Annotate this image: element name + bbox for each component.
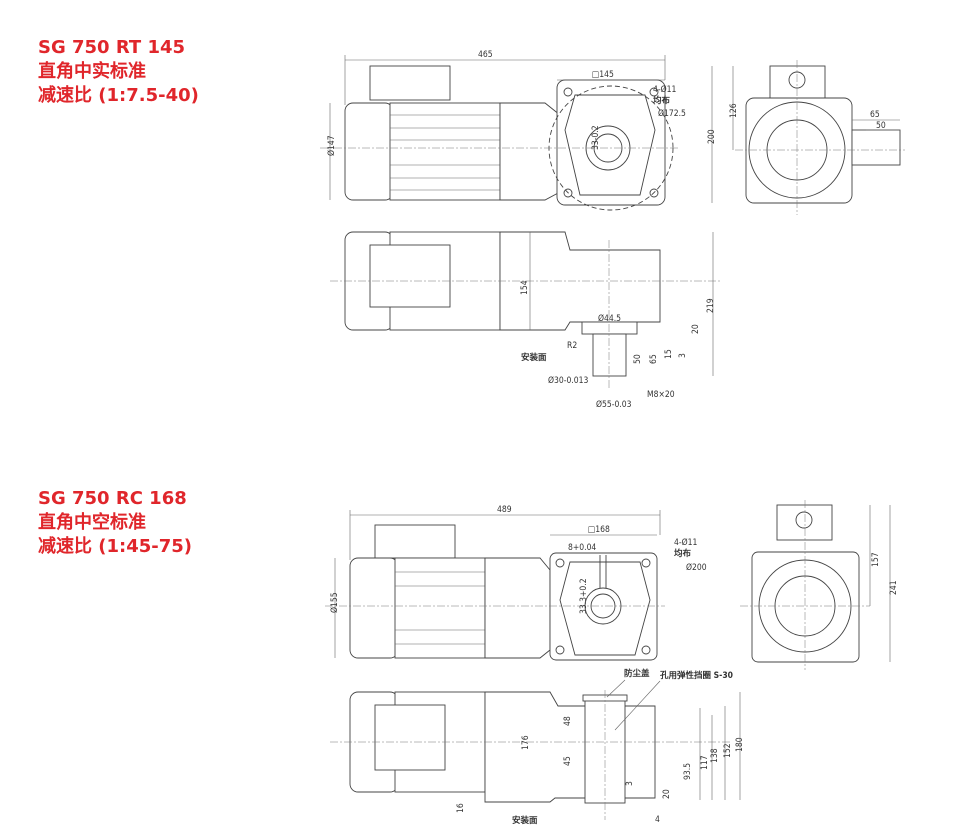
dim-flange: □145	[592, 70, 614, 80]
mount-face-label-2: 安装面	[512, 815, 538, 826]
dim-pcd-2: Ø200	[686, 562, 707, 573]
dim-shaft-e: 20	[691, 324, 701, 334]
dim-16: 16	[456, 803, 466, 813]
dim-box-height-2: 157	[871, 552, 881, 567]
model-1-front-view: 465 Ø147 □145 4-Ø11 均布 Ø172.5 33-0.2	[320, 50, 686, 211]
dim-holes: 4-Ø11	[653, 84, 677, 95]
dim-motor-dia-2: Ø155	[329, 592, 340, 613]
dim-45: 45	[563, 756, 573, 766]
model-2-ratio: 减速比 (1:45-75)	[38, 536, 193, 557]
dim-box-height: 126	[729, 103, 739, 118]
dim-138: 138	[710, 748, 720, 763]
model-2-title: SG 750 RC 168	[38, 488, 187, 509]
model-1-side-view: 154 219 Ø44.5 R2 安装面 50 65 15 3 20 Ø30-0…	[330, 231, 720, 410]
dim-shaft-dia: Ø30-0.013	[548, 375, 589, 386]
dim-evenly-2: 均布	[674, 548, 692, 559]
model-2-front-view: 489 Ø155 □168 8+0.04 4-Ø11 均布 Ø200 33.3+…	[325, 505, 707, 661]
dim-shaft-b: 65	[649, 354, 659, 364]
model-2-type: 直角中空标准	[38, 512, 146, 533]
model-1-ratio: 减速比 (1:7.5-40)	[38, 85, 199, 106]
dim-3: 3	[625, 781, 635, 786]
dim-48: 48	[563, 716, 573, 726]
dim-shaft-c: 15	[664, 349, 674, 359]
dim-pcd: Ø172.5	[658, 108, 686, 119]
dim-93: 93.5	[683, 763, 693, 780]
dim-shaft-len: 65	[870, 110, 880, 120]
dim-evenly: 均布	[653, 95, 671, 106]
dim-shaft-a: 50	[633, 354, 643, 364]
model-1-end-view: 200 126 65 50	[707, 60, 905, 215]
dim-shaft-d: 3	[678, 353, 688, 358]
model-1-type: 直角中实标准	[38, 61, 146, 82]
model-1-title: SG 750 RT 145	[38, 37, 186, 58]
dim-4: 4	[655, 815, 660, 825]
dim-length-2: 489	[497, 505, 512, 515]
dim-holes-2: 4-Ø11	[674, 537, 698, 548]
model-2-end-view: 157 241	[740, 500, 899, 670]
dim-total-height-2: 241	[889, 580, 899, 595]
dim-radius: R2	[567, 341, 577, 351]
dim-boss: Ø44.5	[598, 313, 621, 324]
dim-body-height: 154	[520, 280, 530, 295]
dim-tap: M8×20	[647, 390, 675, 400]
circlip-label: 孔用弹性挡圈 S-30	[660, 670, 733, 681]
dim-20: 20	[662, 789, 672, 799]
dim-176: 176	[521, 735, 531, 750]
dim-total-side: 219	[706, 298, 716, 313]
dim-key-width-2: 8+0.04	[568, 543, 596, 553]
dim-152: 152	[723, 743, 733, 758]
model-2-side-view: 防尘盖 孔用弹性挡圈 S-30 48 176 45 93.5 117 138 1…	[330, 668, 745, 826]
dim-pilot-dia: Ø55-0.03	[596, 399, 632, 410]
dim-total-height: 200	[707, 129, 717, 144]
dim-key: 33-0.2	[591, 125, 601, 150]
dim-flange-2: □168	[588, 525, 610, 535]
dim-motor-dia: Ø147	[326, 135, 337, 156]
mount-face-label-1: 安装面	[521, 352, 547, 363]
dim-length: 465	[478, 50, 493, 60]
dust-cover-label: 防尘盖	[624, 668, 650, 679]
dim-117: 117	[700, 755, 710, 770]
dim-shaft-len2: 50	[876, 121, 886, 131]
dim-key-2: 33.3+0.2	[579, 578, 589, 614]
